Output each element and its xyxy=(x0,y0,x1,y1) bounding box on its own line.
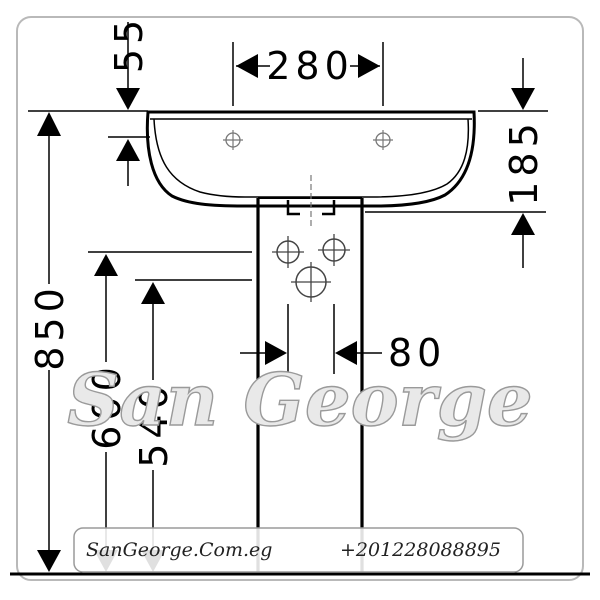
tap-hole-left-icon xyxy=(223,130,243,150)
dimension-pedestal-outlet-height: 600 xyxy=(85,251,252,572)
drain-height-label: 540 xyxy=(132,380,176,468)
dimension-hole-spacing: 280 xyxy=(232,42,384,106)
basin-height-label: 185 xyxy=(502,118,546,206)
dimension-outlet-offset: 80 xyxy=(240,304,446,375)
pedestal xyxy=(256,197,364,574)
contact-banner: SanGeorge.Com.eg +201228088895 xyxy=(73,527,524,573)
drain-outlet-icon xyxy=(291,262,331,302)
dimension-drain-height: 540 xyxy=(132,279,252,572)
dimension-total-height: 850 xyxy=(28,112,72,572)
phone-text: +201228088895 xyxy=(340,539,501,561)
waste-fitting xyxy=(286,175,336,226)
dimension-basin-height: 185 xyxy=(365,58,548,268)
tap-hole-right-icon xyxy=(373,130,393,150)
dimension-top-offset: 55 xyxy=(28,15,151,186)
top-offset-label: 55 xyxy=(107,15,151,73)
watermark-logo: San George xyxy=(67,357,532,442)
pedestal-outlet-height-label: 600 xyxy=(85,362,129,450)
water-inlet-right-icon xyxy=(318,234,350,266)
total-height-label: 850 xyxy=(28,283,72,371)
website-text: SanGeorge.Com.eg xyxy=(86,539,272,561)
outlet-offset-label: 80 xyxy=(388,331,446,375)
water-inlet-left-icon xyxy=(272,236,304,268)
hole-spacing-label: 280 xyxy=(266,44,354,88)
drawing-frame xyxy=(16,16,584,581)
basin xyxy=(145,110,476,208)
